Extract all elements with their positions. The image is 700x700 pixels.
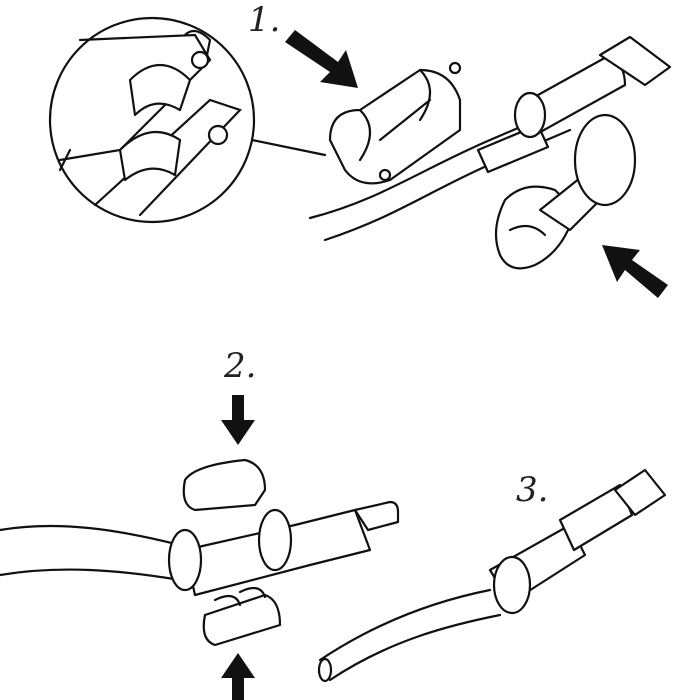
- step1-cable: [308, 35, 672, 242]
- arrow-icon-step2-up: [221, 653, 255, 700]
- step2-cable-assembly: [0, 458, 400, 647]
- step-1-label: 1.: [248, 0, 281, 40]
- step3-finished-cable: [317, 468, 667, 683]
- arrow-icon-step1-up-left: [602, 245, 668, 298]
- magnified-detail-inset: [48, 16, 327, 224]
- protector-half-top: [328, 61, 462, 185]
- arrow-icon-step2-down: [221, 395, 255, 445]
- step-2-label: 2.: [224, 346, 257, 386]
- protector-half-bottom: [494, 113, 637, 270]
- step-3-label: 3.: [516, 470, 549, 510]
- arrow-icon-step1-down-right: [285, 30, 358, 88]
